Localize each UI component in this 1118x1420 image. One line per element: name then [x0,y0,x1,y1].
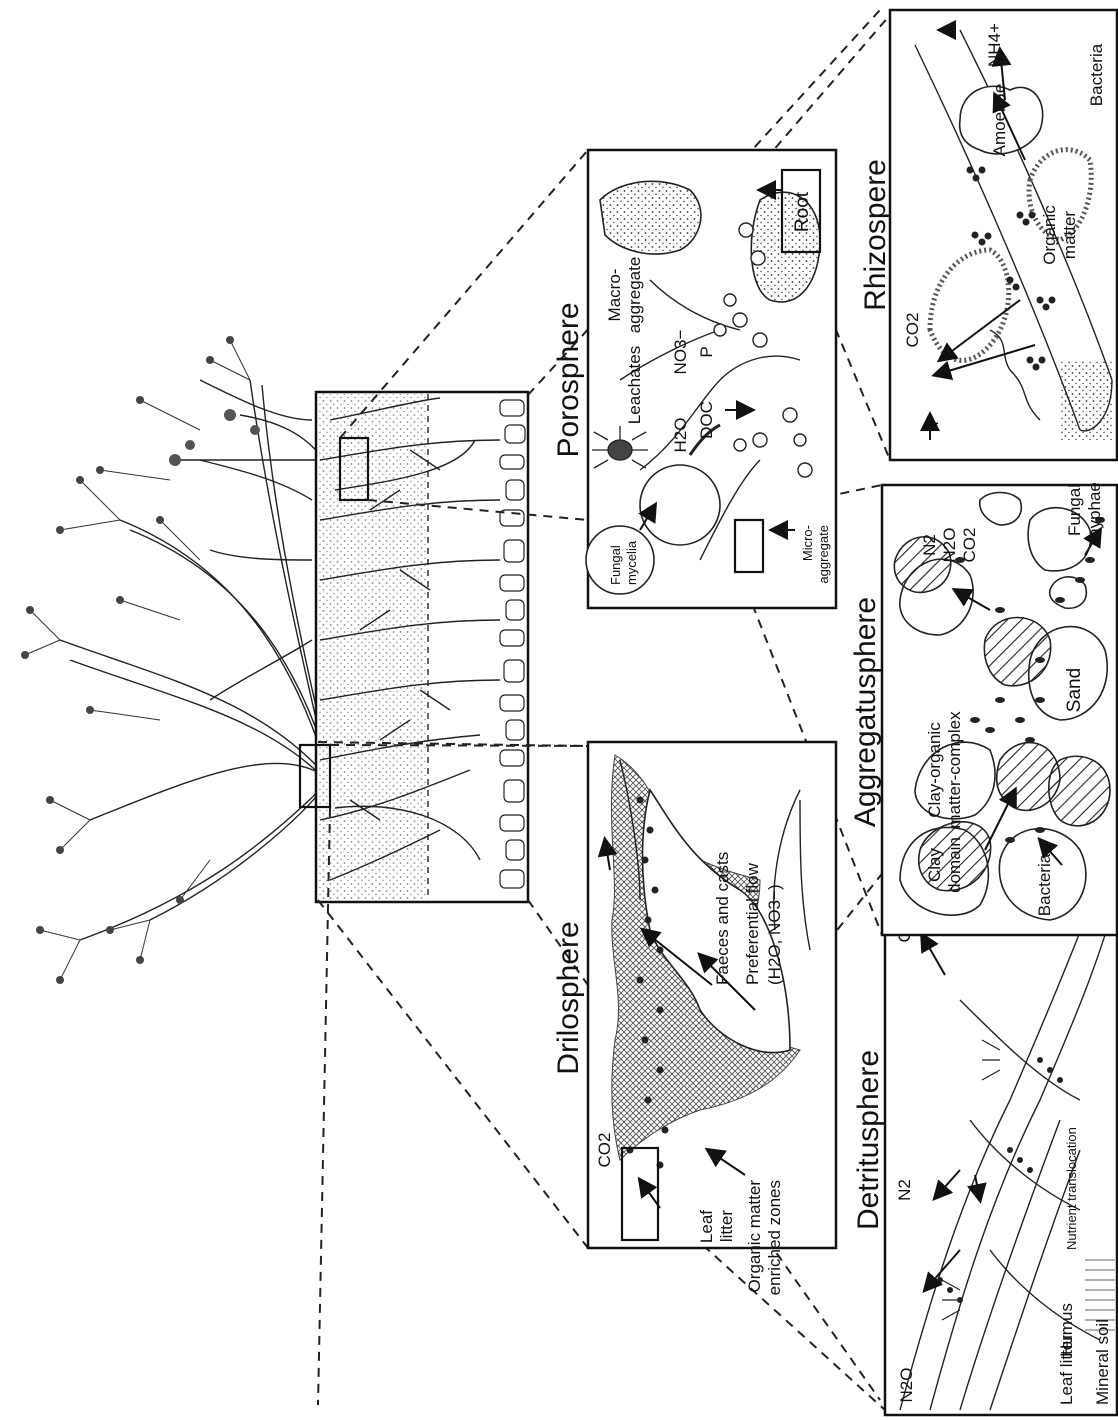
sand-label: Sand [1064,668,1085,712]
detritusphere-panel: Detritusphere N2O N2 CO2 Leaf litter Hum… [852,870,1117,1415]
mineral-soil-label: Mineral soil [1093,1319,1112,1405]
porosphere-title: Porosphere [552,302,585,457]
bacteria-agg-label: Bacteria [1035,853,1054,916]
porosphere-panel: Porosphere Fungal mycelia Leachates H2O … [552,150,836,608]
fungal-mycelia-label-2: mycelia [624,540,639,585]
micro-aggregate-label-2: aggregate [816,525,831,584]
co2-rhizo-label: CO2 [903,313,922,348]
fungal-hyphae-label-1: Fungal [1065,484,1084,536]
amoebae-label: Amoebae [990,84,1009,157]
preferential-flow-label-2: (H2O, NO3−) [765,884,784,985]
clay-domain-label-2: domain [945,837,964,893]
aggregatusphere-panel: Aggregatusphere Clay domain Clay-organic… [849,482,1117,935]
clay-om-complex-label-1: Clay-organic [925,722,944,818]
n2o-detr-label: N2O [897,1368,916,1403]
h2o-label: H2O [671,418,690,453]
fungal-hyphae-label-2: hyphae [1085,482,1104,538]
clay-om-complex-label-2: matter-complex [945,711,964,829]
nutrient-translocation-label: Nutrient translocation [1064,1127,1079,1250]
n2-agg-label: N2 [920,534,939,556]
micro-aggregate-label-1: Micro- [800,525,815,561]
p-rhizo-label: P [923,414,942,425]
clay-domain-label-1: Clay [925,847,944,882]
co2-drilo-label: CO2 [595,1133,614,1168]
co2-agg-label: CO2 [960,528,979,563]
macro-aggregate-label-2: aggregate [625,257,644,334]
organic-matter-label-1: Organic [1040,205,1059,265]
preferential-flow-label-1: Preferential flow [743,862,762,985]
tree-illustration [21,336,335,984]
no3-label: NO3− [671,329,690,374]
leaf-litter-label-2: litter [717,1210,736,1242]
drilosphere-title: Drilosphere [552,921,585,1074]
humus-label: Humus [1057,1303,1076,1357]
aggregatusphere-title: Aggregatusphere [849,597,882,827]
fungal-mycelia-label-1: Fungal [608,545,623,585]
p-poro-label: P [697,346,716,357]
rhizosphere-panel: Rhizospere P CO2 Organic matter Amoebae … [859,10,1117,460]
drilosphere-panel: Drilosphere CO2 Faeces and casts Prefere… [552,742,836,1295]
n2o-agg-label: N2O [940,528,959,563]
n2-detr-label: N2 [895,1179,914,1201]
organic-matter-label-2: matter [1060,211,1079,260]
om-zones-label-2: enriched zones [765,1180,784,1295]
leaf-litter-label-1: Leaf [697,1210,716,1243]
macro-aggregate-label-1: Macro- [605,269,624,322]
doc-label: DOC [697,401,716,439]
faeces-casts-label: Faeces and casts [713,852,732,985]
leachates-label: Leachates [625,346,644,424]
om-zones-label-1: Organic matter [745,1180,764,1293]
rhizosphere-title: Rhizospere [859,159,892,311]
root-label: Root [792,191,813,232]
detritusphere-title: Detritusphere [852,1050,885,1230]
bacteria-rhizo-label: Bacteria [1087,43,1106,106]
nh4-label: NH4+ [985,23,1004,67]
soil-profile [300,392,528,902]
